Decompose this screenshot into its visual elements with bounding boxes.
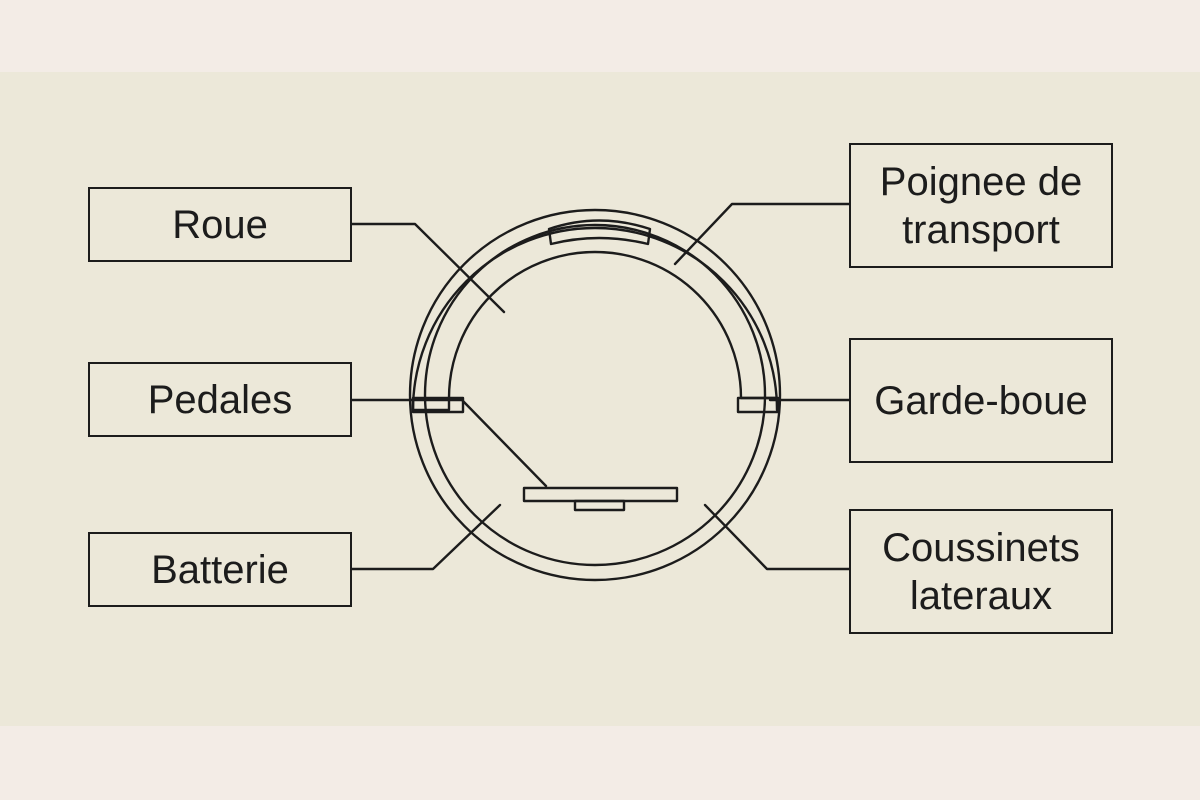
diagram-panel [0,72,1200,726]
pedal-base [573,499,626,512]
leader-line-battery [350,503,502,571]
label-handle-line2: transport [902,207,1060,252]
mudguard-left-tab [411,396,465,414]
wheel-outer-circle [408,208,782,582]
leader-line-pedals [350,398,548,488]
label-pads: Coussinets lateraux [849,509,1113,634]
label-pads-line2: lateraux [909,573,1053,618]
pedal-plate [522,486,679,503]
label-pedals-text: Pedales [147,377,293,422]
label-wheel: Roue [88,187,352,262]
label-mudguard: Garde-boue [849,338,1113,463]
label-battery-text: Batterie [151,547,289,592]
wheel-inner-circle [423,223,767,567]
leader-line-wheel [350,222,506,314]
label-mudguard-text: Garde-boue [874,378,1088,423]
mudguard-arc [411,226,779,412]
carry-handle [547,219,652,246]
leader-line-handle [673,202,851,266]
label-handle-line1: Poignee de [879,159,1083,204]
label-battery: Batterie [88,532,352,607]
leader-line-pads [703,503,851,571]
label-wheel-text: Roue [172,202,268,247]
label-pads-line1: Coussinets [882,525,1080,570]
label-handle: Poignee de transport [849,143,1113,268]
label-pedals: Pedales [88,362,352,437]
mudguard-right-tab [736,396,780,414]
